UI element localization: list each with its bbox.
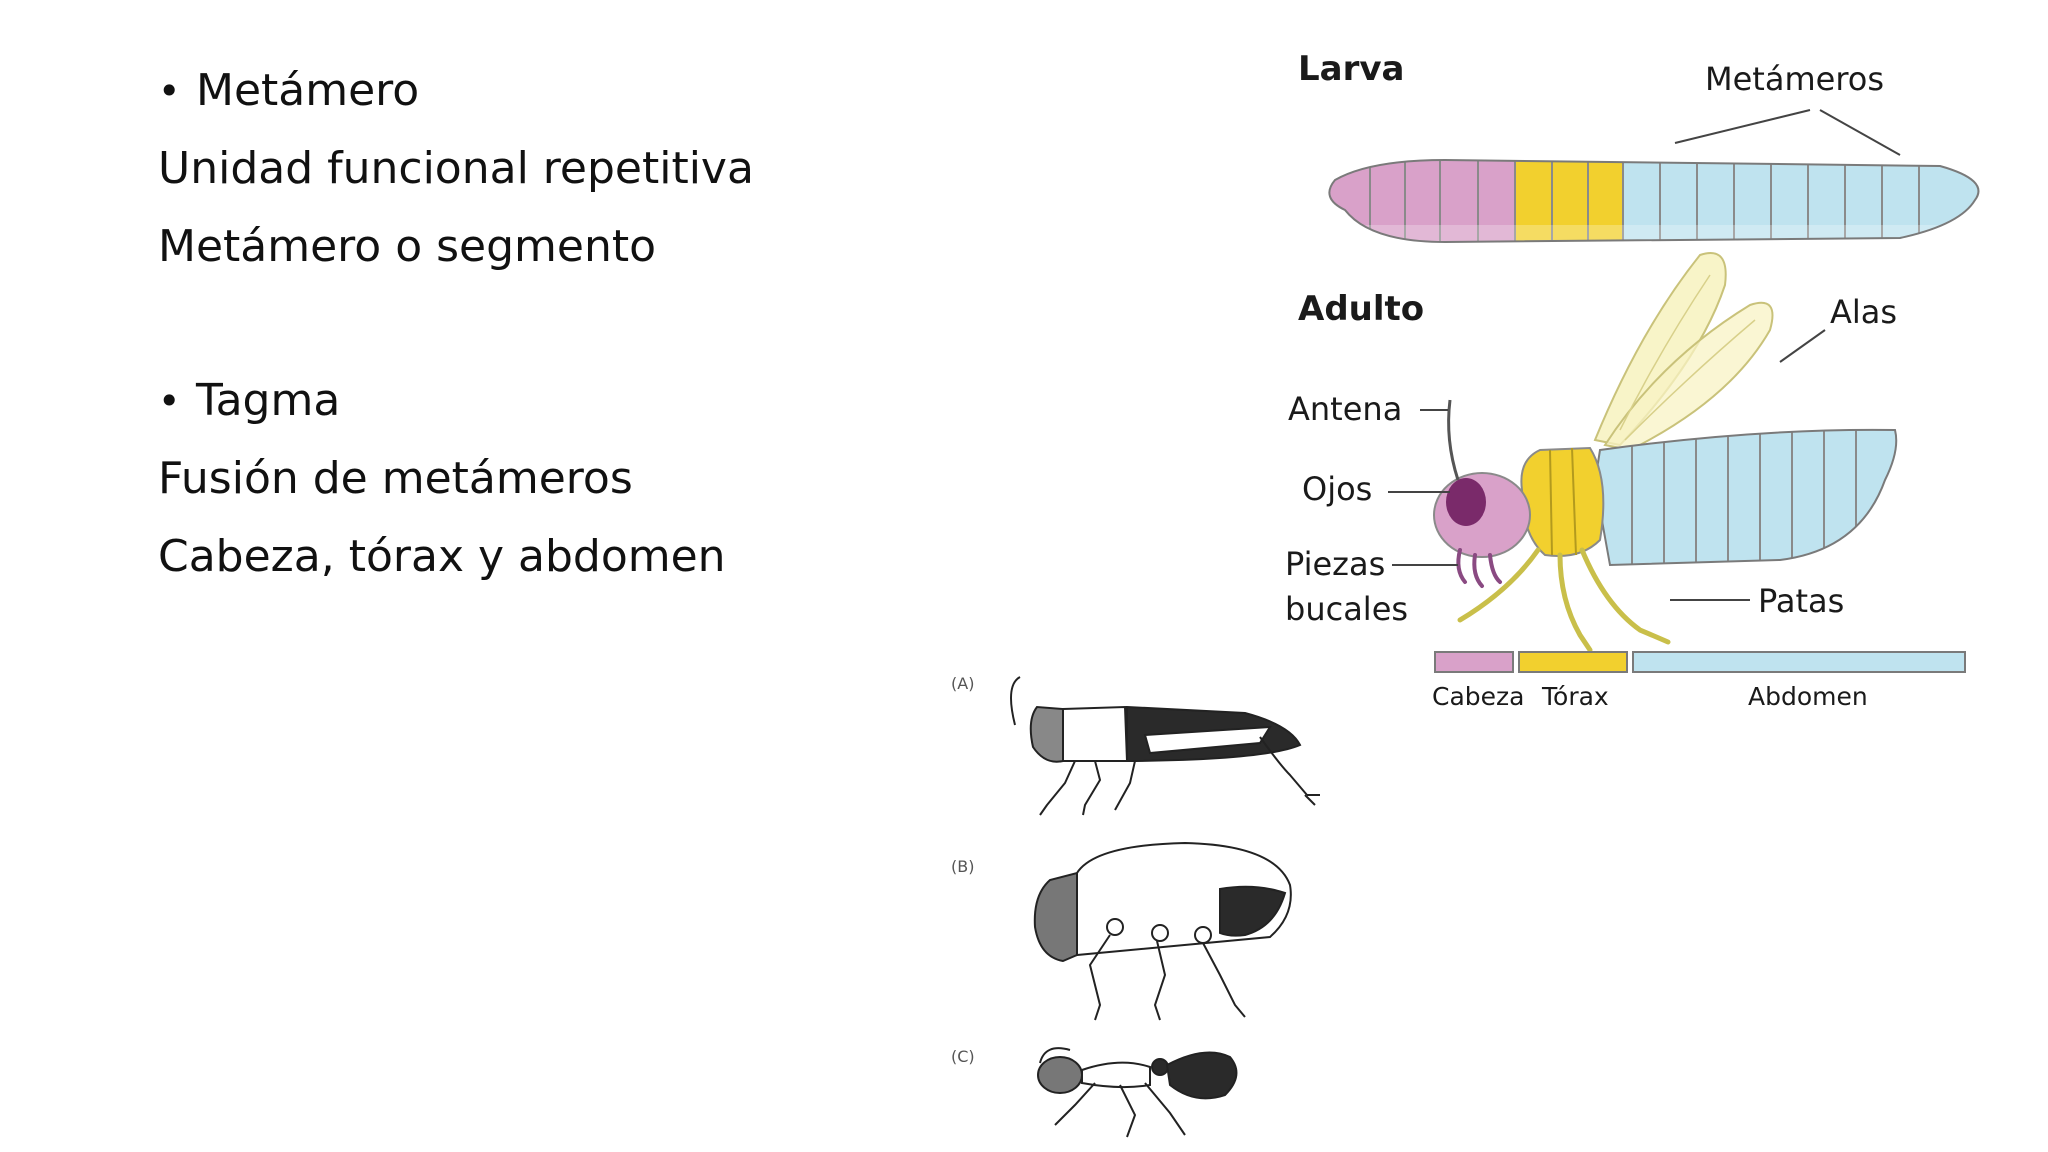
patas-label: Patas	[1758, 582, 1844, 620]
label-c: (C)	[951, 1047, 975, 1066]
bullet-tagma: • Tagma	[158, 362, 1058, 440]
larva-thorax-region	[1515, 160, 1623, 242]
label-a: (A)	[951, 674, 974, 693]
adult-thorax	[1520, 446, 1605, 557]
insect-comparison-figure: (A) (B)	[945, 665, 1385, 1152]
adult-abdomen	[1595, 429, 1897, 565]
metameros-pointer-left	[1674, 109, 1811, 144]
tagma-label-abdomen: Abdomen	[1748, 682, 1868, 711]
label-b: (B)	[951, 857, 974, 876]
piezas-label-line1: Piezas	[1285, 545, 1385, 583]
wing-front	[1603, 301, 1774, 452]
text-column: • Metámero Unidad funcional repetitiva M…	[158, 52, 1058, 596]
antena-label: Antena	[1288, 390, 1402, 428]
tagma-line-1: Fusión de metámeros	[158, 453, 633, 504]
bullet-metamero: • Metámero	[158, 52, 1058, 130]
metamero-line-2: Metámero o segmento	[158, 221, 657, 272]
tagma-bar-cabeza	[1434, 651, 1514, 673]
grasshopper-drawing	[1010, 676, 1320, 816]
insect-anatomy-figure: Larva Metámeros	[1260, 30, 2020, 730]
adulto-title: Adulto	[1298, 289, 1424, 329]
heading-tagma: Tagma	[196, 375, 341, 426]
tagma-bar-abdomen	[1632, 651, 1966, 673]
insect-comparison-svg: (A) (B)	[951, 674, 1320, 1138]
adult-abdomen-outline	[1593, 428, 1898, 567]
bullet-dot: •	[158, 379, 181, 423]
metamero-line-1: Unidad funcional repetitiva	[158, 143, 754, 194]
compound-eye	[1446, 478, 1486, 526]
metameros-label: Metámeros	[1705, 60, 1884, 98]
adult-legs	[1457, 547, 1671, 653]
ojos-label: Ojos	[1302, 470, 1372, 508]
ant-drawing	[1037, 1047, 1238, 1138]
alas-pointer	[1779, 329, 1826, 363]
larva-outline	[1328, 158, 1980, 244]
larva-title: Larva	[1298, 49, 1404, 89]
metameros-pointer-right	[1819, 109, 1901, 156]
tagma-label-cabeza: Cabeza	[1432, 682, 1524, 711]
alas-label: Alas	[1830, 293, 1897, 331]
bullet-dot: •	[158, 69, 181, 113]
beetle-drawing	[1033, 841, 1292, 1021]
tagma-bar-torax	[1518, 651, 1628, 673]
piezas-label-line2: bucales	[1285, 590, 1408, 628]
mouthparts	[1456, 548, 1502, 588]
tagma-label-torax: Tórax	[1541, 682, 1609, 711]
insect-anatomy-svg: Larva Metámeros	[1285, 49, 1980, 711]
tagma-line-2: Cabeza, tórax y abdomen	[158, 531, 726, 582]
heading-metamero: Metámero	[196, 65, 420, 116]
antenna	[1447, 399, 1460, 481]
